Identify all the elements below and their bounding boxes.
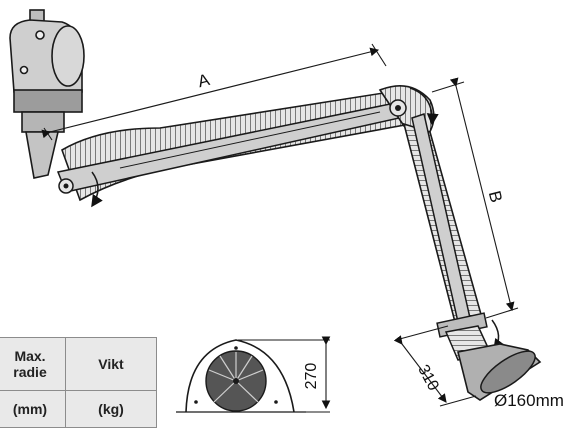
hood-front-view xyxy=(176,339,306,413)
spec-table-header-row: Max. radie Vikt xyxy=(0,337,157,391)
dimension-hood-width-label: 310 xyxy=(414,362,442,394)
dimension-hood-width xyxy=(393,325,477,407)
header-max-radius-text: Max. radie xyxy=(13,348,47,380)
dimension-b xyxy=(431,77,519,319)
header-max-radius: Max. radie xyxy=(0,337,66,391)
dimension-b-label: B xyxy=(485,189,506,205)
arm-section-a xyxy=(56,91,412,208)
spec-table-units-row: (mm) (kg) xyxy=(0,390,157,428)
header-weight: Vikt xyxy=(65,337,157,391)
unit-kg: (kg) xyxy=(65,390,157,428)
diameter-label: Ø160mm xyxy=(494,391,564,410)
dimension-a xyxy=(41,43,387,141)
dimension-hood-height-label: 270 xyxy=(303,363,320,390)
dimension-a-label: A xyxy=(196,70,212,91)
spec-table: Max. radie Vikt (mm) (kg) xyxy=(0,337,157,428)
dimension-hood-height xyxy=(238,336,331,413)
header-weight-text: Vikt xyxy=(98,356,124,372)
unit-mm: (mm) xyxy=(0,390,66,428)
arm-section-b xyxy=(402,113,505,361)
hood xyxy=(457,343,542,401)
